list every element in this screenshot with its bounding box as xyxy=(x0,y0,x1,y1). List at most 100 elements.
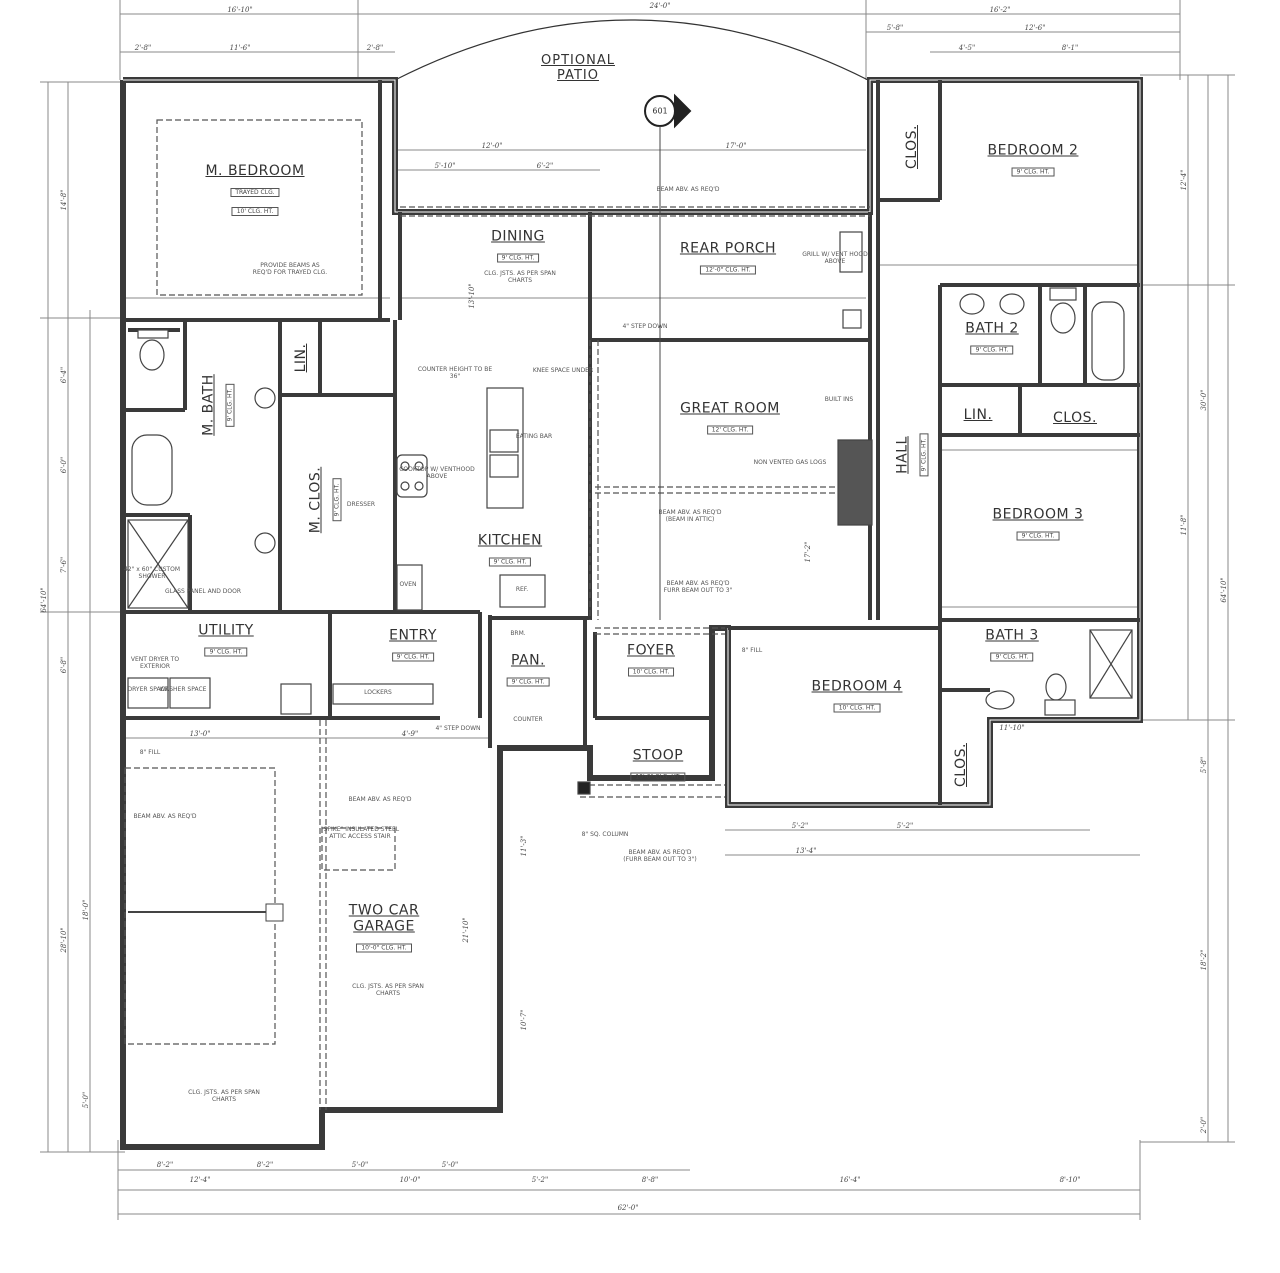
dim-left-64-10: 64'-10" xyxy=(40,587,48,613)
room-name: REAR PORCH xyxy=(679,240,777,257)
dim-bottom-5-0a: 5'-0" xyxy=(351,1161,369,1169)
room-clos-bed4: CLOS. xyxy=(953,743,969,787)
room-name: HALL xyxy=(894,436,911,474)
ceiling-height-tag: 9' CLG. HT. xyxy=(488,557,532,567)
dim-left-5-0: 5'-0" xyxy=(82,1091,90,1109)
dim-bottom-5-2: 5'-2" xyxy=(531,1176,549,1184)
dim-6-2: 6'-2" xyxy=(536,162,554,170)
ceiling-height-tag: 10' CLG. HT. xyxy=(833,703,881,713)
annotation-note: EATING BAR xyxy=(515,433,553,440)
dim-top-2-8b: 2'-8" xyxy=(366,44,384,52)
annotation-note: COUNTER xyxy=(513,716,543,723)
room-name: BEDROOM 2 xyxy=(987,142,1079,159)
room-name: DINING xyxy=(491,228,545,245)
overall-width-dimension: 62'-0" xyxy=(617,1204,639,1212)
dim-left-6-8: 6'-8" xyxy=(60,656,68,674)
annotation-note: 4" STEP DOWN xyxy=(622,323,668,330)
dim-top-16-10: 16'-10" xyxy=(227,6,253,14)
dimension-lines xyxy=(40,0,1235,1220)
dim-right-5-8: 5'-8" xyxy=(1200,756,1208,774)
annotation-note: PROVIDE BEAMS AS REQ'D FOR TRAYED CLG. xyxy=(252,262,328,276)
dim-right-18-2: 18'-2" xyxy=(1200,949,1208,971)
ceiling-height-tag: 9' CLG. HT. xyxy=(204,647,248,657)
room-name: CLOS. xyxy=(904,125,920,169)
dim-left-18-0: 18'-0" xyxy=(82,899,90,921)
room-name: KITCHEN xyxy=(477,532,543,549)
room-name: LIN. xyxy=(293,343,309,373)
dim-left-7-6: 7'-6" xyxy=(60,556,68,574)
dim-bottom-16-4: 16'-4" xyxy=(839,1176,861,1184)
ceiling-height-tag: 9' CLG. HT. xyxy=(332,478,342,522)
room-name: BATH 2 xyxy=(965,320,1019,337)
annotation-note: BEAM ABV. AS REQ'D xyxy=(133,813,197,820)
dim-top-11-6: 11'-6" xyxy=(229,44,251,52)
ceiling-height-tag: 10'-0" CLG. HT. xyxy=(630,772,686,782)
ceiling-height-tag: 12'-0" CLG. HT. xyxy=(700,265,756,275)
dim-5-2b: 5'-2" xyxy=(896,822,914,830)
dim-top-2-8a: 2'-8" xyxy=(134,44,152,52)
ceiling-height-tag: 9' CLG. HT. xyxy=(990,652,1034,662)
room-name: BEDROOM 3 xyxy=(992,506,1084,523)
room-name: PAN. xyxy=(510,652,546,669)
dim-top-24-0: 24'-0" xyxy=(649,2,671,10)
room-name: ENTRY xyxy=(389,627,437,644)
annotation-note: DRYER SPACE xyxy=(127,686,169,693)
dim-13-4: 13'-4" xyxy=(795,847,817,855)
annotation-note: BEAM ABV. AS REQ'D (FURR BEAM OUT TO 3") xyxy=(623,849,697,863)
room-name: CLOS. xyxy=(1053,410,1097,426)
room-name: M. BEDROOM xyxy=(205,163,305,179)
fixtures xyxy=(127,231,1133,795)
room-name: FOYER xyxy=(627,642,675,659)
room-name: UTILITY xyxy=(198,622,254,639)
ceiling-height-tag: TRAYED CLG. xyxy=(230,188,280,197)
annotation-note: COOKTOP W/ VENTHOOD ABOVE xyxy=(399,466,475,480)
annotation-note: BUILT INS xyxy=(824,396,854,403)
dim-left-28-10: 28'-10" xyxy=(60,927,68,953)
ceiling-height-tag: 9' CLG. HT. xyxy=(391,652,435,662)
dim-top-8-1: 8'-1" xyxy=(1061,44,1079,52)
annotation-note: 42" x 60" CUSTOM SHOWER xyxy=(123,566,180,580)
annotation-note: LOCKERS xyxy=(364,689,392,696)
annotation-note: COUNTER HEIGHT TO BE 36" xyxy=(417,366,493,380)
dim-right-2-0: 2'-0" xyxy=(1200,1116,1208,1134)
annotation-note: CLG. JSTS. AS PER SPAN CHARTS xyxy=(352,983,424,997)
annotation-note: 4" STEP DOWN xyxy=(435,725,481,732)
dim-12-0: 12'-0" xyxy=(481,142,503,150)
annotation-note: BEAM ABV. AS REQ'D xyxy=(348,796,412,803)
annotation-note: OVEN xyxy=(399,581,417,588)
dim-right-30-0: 30'-0" xyxy=(1200,389,1208,411)
dim-21-10: 21'-10" xyxy=(462,917,470,943)
ceiling-height-tag: 9' CLG. HT. xyxy=(1016,531,1060,541)
room-utility: UTILITY 9' CLG. HT. xyxy=(198,623,253,658)
room-pan: PAN.9' CLG. HT. xyxy=(506,652,550,688)
ceiling-height-tag: 9' CLG. HT. xyxy=(225,383,235,427)
annotation-note: "SPIKE" INSULATED STEEL ATTIC ACCESS STA… xyxy=(320,826,400,840)
room-name: GREAT ROOM xyxy=(680,400,780,417)
dim-13-10: 13'-10" xyxy=(468,283,476,309)
annotation-note: NON VENTED GAS LOGS xyxy=(753,459,827,466)
dim-bottom-8-10: 8'-10" xyxy=(1059,1176,1081,1184)
annotation-note: BRM. xyxy=(510,630,526,637)
annotation-note: GRILL W/ VENT HOOD ABOVE xyxy=(802,251,868,265)
annotation-note: CLG. JSTS. AS PER SPAN CHARTS xyxy=(188,1089,260,1103)
annotation-note: BEAM ABV. AS REQ'D xyxy=(656,186,720,193)
room-m-clos: M. CLOS.9' CLG. HT. xyxy=(308,467,343,533)
annotation-note: BEAM ABV. AS REQ'D (BEAM IN ATTIC) xyxy=(658,509,722,523)
room-name: BEDROOM 4 xyxy=(811,678,903,695)
beams xyxy=(124,119,870,1110)
room-name: STOOP xyxy=(632,747,684,764)
dim-11-3: 11'-3" xyxy=(520,835,528,857)
ceiling-height-tag: 12' CLG. HT. xyxy=(706,425,754,435)
annotation-note: KNEE SPACE UNDER xyxy=(532,367,594,374)
ceiling-height-tag: 9' CLG. HT. xyxy=(919,433,929,477)
patio-arc xyxy=(394,19,869,81)
dim-10-7: 10'-7" xyxy=(520,1009,528,1031)
room-lin-1: LIN. xyxy=(293,344,309,373)
room-lin-2: LIN. xyxy=(964,407,993,423)
